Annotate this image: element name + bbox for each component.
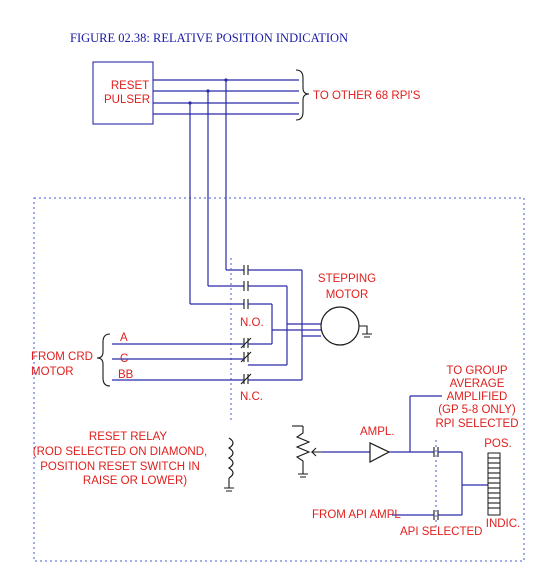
amplifier-symbol	[369, 442, 391, 463]
phase-bb-label: BB	[118, 369, 134, 381]
api-selected-label: API SELECTED	[400, 526, 482, 538]
reset-relay-label-4: RAISE OR LOWER)	[83, 475, 187, 487]
to-group-label-2: AVERAGE	[450, 378, 505, 390]
coil-ground-icon	[224, 487, 234, 492]
stepping-motor-label-1: STEPPING	[318, 273, 376, 285]
crd-brace	[96, 333, 111, 387]
to-other-rpis-label: TO OTHER 68 RPI'S	[313, 90, 421, 102]
motor-ground-icon	[359, 325, 372, 338]
to-group-label-4: (GP 5-8 ONLY)	[438, 404, 516, 416]
reset-relay-coil-icon	[227, 437, 234, 479]
from-crd-motor-label-1: FROM CRD	[31, 351, 93, 363]
to-group-label-3: AMPLIFIED	[447, 391, 508, 403]
position-potentiometer	[292, 425, 322, 478]
position-indicator-label: POS.	[484, 438, 511, 450]
stepping-motor-symbol	[320, 306, 360, 346]
figure-title: FIGURE 02.38: RELATIVE POSITION INDICATI…	[70, 31, 348, 45]
stepping-motor-label-2: MOTOR	[326, 289, 369, 301]
phase-a-label: A	[120, 332, 128, 344]
relay-cabinet-boundary	[33, 197, 525, 562]
crd-input-lines	[112, 343, 244, 381]
reset-relay-label-1: RESET RELAY	[89, 431, 168, 443]
reset-relay-label-2: (ROD SELECTED ON DIAMOND,	[33, 446, 207, 458]
normally-closed-label: N.C.	[240, 391, 263, 403]
reset-relay-label-3: POSITION RESET SWITCH IN	[40, 461, 200, 473]
normally-open-label: N.O.	[240, 317, 264, 329]
reset-pulser-box	[92, 61, 154, 125]
amplifier-label: AMPL.	[360, 426, 395, 438]
to-group-label-5: RPI SELECTED	[435, 418, 518, 430]
relay-contacts	[240, 265, 252, 385]
motor-feed-wires	[248, 269, 321, 381]
from-crd-motor-label-2: MOTOR	[31, 366, 74, 378]
reset-pulser-label-1: RESET	[111, 80, 149, 92]
from-api-ampl-label: FROM API AMPL	[312, 509, 401, 521]
reset-pulser-label-2: PULSER	[104, 94, 150, 106]
to-group-label-1: TO GROUP	[446, 365, 507, 377]
pulser-vertical-wires	[189, 80, 244, 305]
bus-brace	[295, 69, 310, 121]
position-indicator-scale	[487, 452, 501, 516]
indicator-label: INDIC.	[486, 518, 521, 530]
api-selection-contacts	[433, 447, 439, 520]
phase-c-label: C	[120, 353, 128, 365]
